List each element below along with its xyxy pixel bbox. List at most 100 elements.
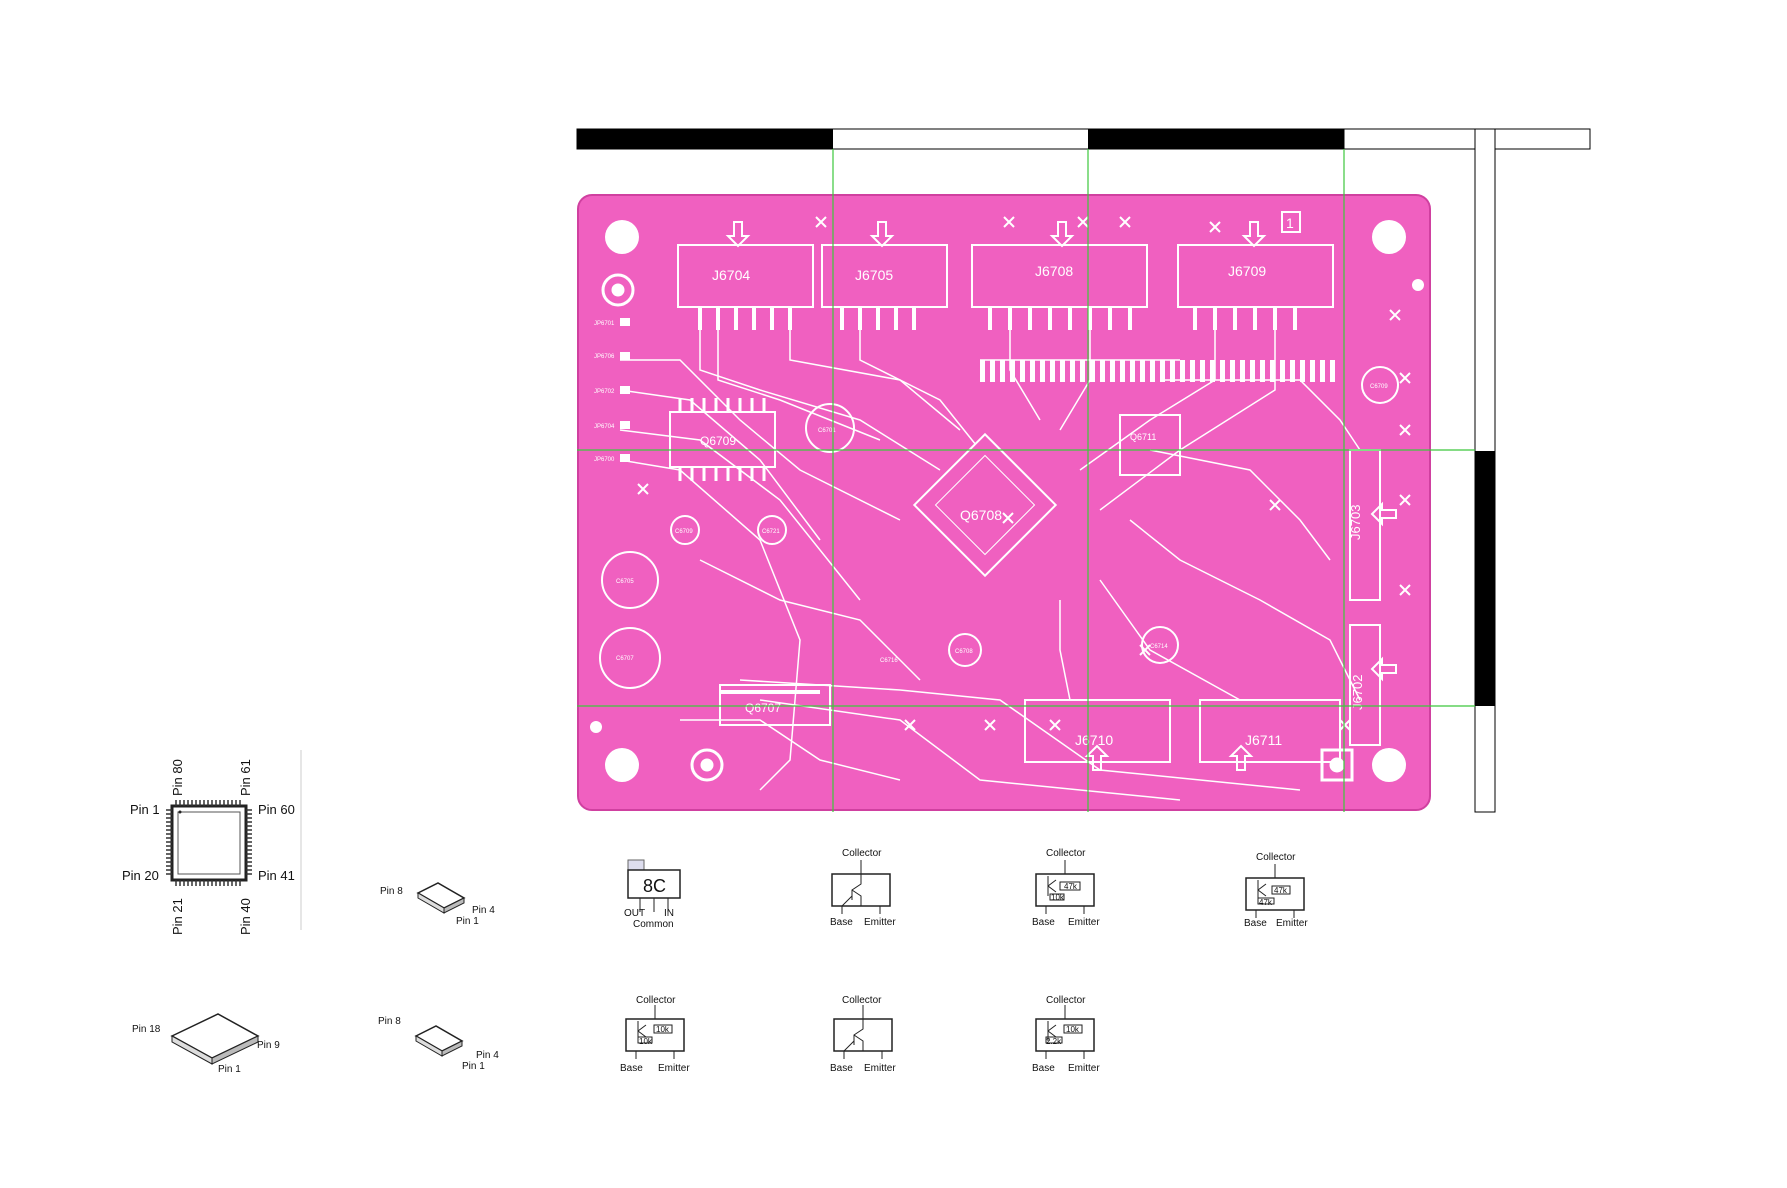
soic-ic (1119, 414, 1181, 476)
pin-label: Pin 9 (257, 1040, 280, 1051)
pin-label: Base (1244, 918, 1267, 929)
part-label: JP6700 (594, 457, 615, 463)
transistor-package: Collector Base Emitter (830, 848, 896, 928)
part-label: C6709 (1370, 384, 1388, 390)
pin-label: Pin 80 (170, 759, 185, 796)
connector-label: J6711 (1245, 732, 1282, 748)
pin-label: Pin 4 (472, 905, 495, 916)
mounting-hole (1372, 220, 1406, 254)
pin-label: Collector (842, 848, 882, 859)
pin-label: Emitter (1276, 918, 1308, 929)
part-label: C6716 (880, 658, 898, 664)
connector-label: J6710 (1075, 732, 1113, 748)
board-number: 1 (1286, 215, 1294, 231)
transistor-package: 47k 10k Collector Base Emitter (1032, 848, 1100, 928)
transistor-package: 10k 2.2k Collector Base Emitter (1032, 995, 1100, 1074)
resistor-value: 47k (1274, 886, 1288, 895)
pin-label: Base (1032, 1063, 1055, 1074)
capacitor (1141, 626, 1179, 664)
part-label: JP6702 (594, 389, 615, 395)
pin-label: Pin 1 (218, 1064, 241, 1075)
pin-label: Emitter (864, 917, 896, 928)
pin-label: Pin 1 (456, 916, 479, 927)
pin-label: Collector (1046, 995, 1086, 1006)
ic-label: Q6707 (745, 701, 781, 715)
capacitor (948, 633, 982, 667)
pin-label: Pin 21 (170, 898, 185, 935)
capacitor (1361, 366, 1399, 404)
pin-label: Emitter (864, 1063, 896, 1074)
pin-label: Pin 60 (258, 802, 295, 817)
part-label: C6714 (1150, 644, 1168, 650)
grid-lines (577, 149, 1475, 812)
pin-label: OUT (624, 908, 645, 919)
pin-label: Collector (636, 995, 676, 1006)
main-qfp-ic: Q6708 (912, 432, 1058, 578)
resistor-value: 10k (639, 1037, 653, 1046)
pin-label: Collector (1256, 852, 1296, 863)
pin-label: Pin 8 (378, 1016, 401, 1027)
capacitor (805, 403, 855, 453)
connector-label: J6708 (1035, 263, 1073, 279)
part-label: JP6701 (594, 321, 615, 327)
resistor-value: 10k (1066, 1025, 1080, 1034)
part-label: C6708 (955, 649, 973, 655)
resistor-value: 47k (1064, 882, 1078, 891)
part-label: JP6704 (594, 424, 615, 430)
ic-label: Q6709 (700, 434, 736, 448)
via (590, 721, 602, 733)
transistor-package: 47k 47k Collector Base Emitter (1244, 852, 1308, 929)
pin-label: Pin 40 (238, 898, 253, 935)
soic8-package-b: Pin 8 Pin 4 Pin 1 (378, 1016, 499, 1072)
pin-label: Emitter (658, 1063, 690, 1074)
regulator-package: 8C OUT IN Common (624, 859, 681, 930)
fiducial-mark (601, 273, 1354, 782)
connector-label: J6709 (1228, 263, 1266, 279)
resistor-value: 10k (1051, 893, 1065, 902)
capacitor (670, 515, 700, 545)
pin-label: Pin 41 (258, 868, 295, 883)
pin-label: Base (1032, 917, 1055, 928)
pin-label: Pin 1 (462, 1061, 485, 1072)
part-label: C6701 (818, 428, 836, 434)
pin-label: Emitter (1068, 1063, 1100, 1074)
pin-label: Base (620, 1063, 643, 1074)
pin-label: Pin 20 (122, 868, 159, 883)
regulator-marking: 8C (643, 876, 666, 896)
part-label: C6705 (616, 579, 634, 585)
resistor-value: 2.2k (1046, 1037, 1062, 1046)
pin-label: Emitter (1068, 917, 1100, 928)
soic-ic (719, 684, 831, 726)
pin-label: Pin 1 (130, 802, 160, 817)
pin-label: Pin 8 (380, 886, 403, 897)
ic-label: Q6708 (960, 507, 1002, 523)
capacitor (599, 627, 661, 689)
soic-ic (669, 411, 776, 468)
pin-label: Common (633, 919, 674, 930)
pin-label: Pin 4 (476, 1050, 499, 1061)
transistor-package: 10k 10k Collector Base Emitter (620, 995, 690, 1074)
pin-label: Pin 61 (238, 759, 253, 796)
capacitor (757, 515, 787, 545)
connector-label: J6704 (712, 267, 750, 283)
mounting-hole (1372, 748, 1406, 782)
resistor-value: 10k (656, 1025, 670, 1034)
connector-label: J6705 (855, 267, 893, 283)
part-label: JP6706 (594, 354, 615, 360)
via (1412, 279, 1424, 291)
part-label: C6721 (762, 529, 780, 535)
qfp-pinout-legend: Pin 1 Pin 20 Pin 60 Pin 41 Pin 80 Pin 61… (122, 750, 302, 935)
pin-label: IN (664, 908, 674, 919)
pin-label: Collector (842, 995, 882, 1006)
pin-label: Base (830, 917, 853, 928)
part-label: C6707 (616, 656, 634, 662)
capacitor (601, 551, 659, 609)
soic8-package-a: Pin 8 Pin 4 Pin 1 (380, 882, 495, 927)
x-marks (637, 216, 1411, 731)
grid-reference-bars (576, 128, 1591, 813)
resistor-value: 47k (1259, 898, 1273, 907)
board-number-box (1281, 211, 1301, 233)
pin-label: Base (830, 1063, 853, 1074)
ic-label: Q6711 (1130, 432, 1156, 442)
soic18-package: Pin 18 Pin 9 Pin 1 (132, 1013, 280, 1075)
